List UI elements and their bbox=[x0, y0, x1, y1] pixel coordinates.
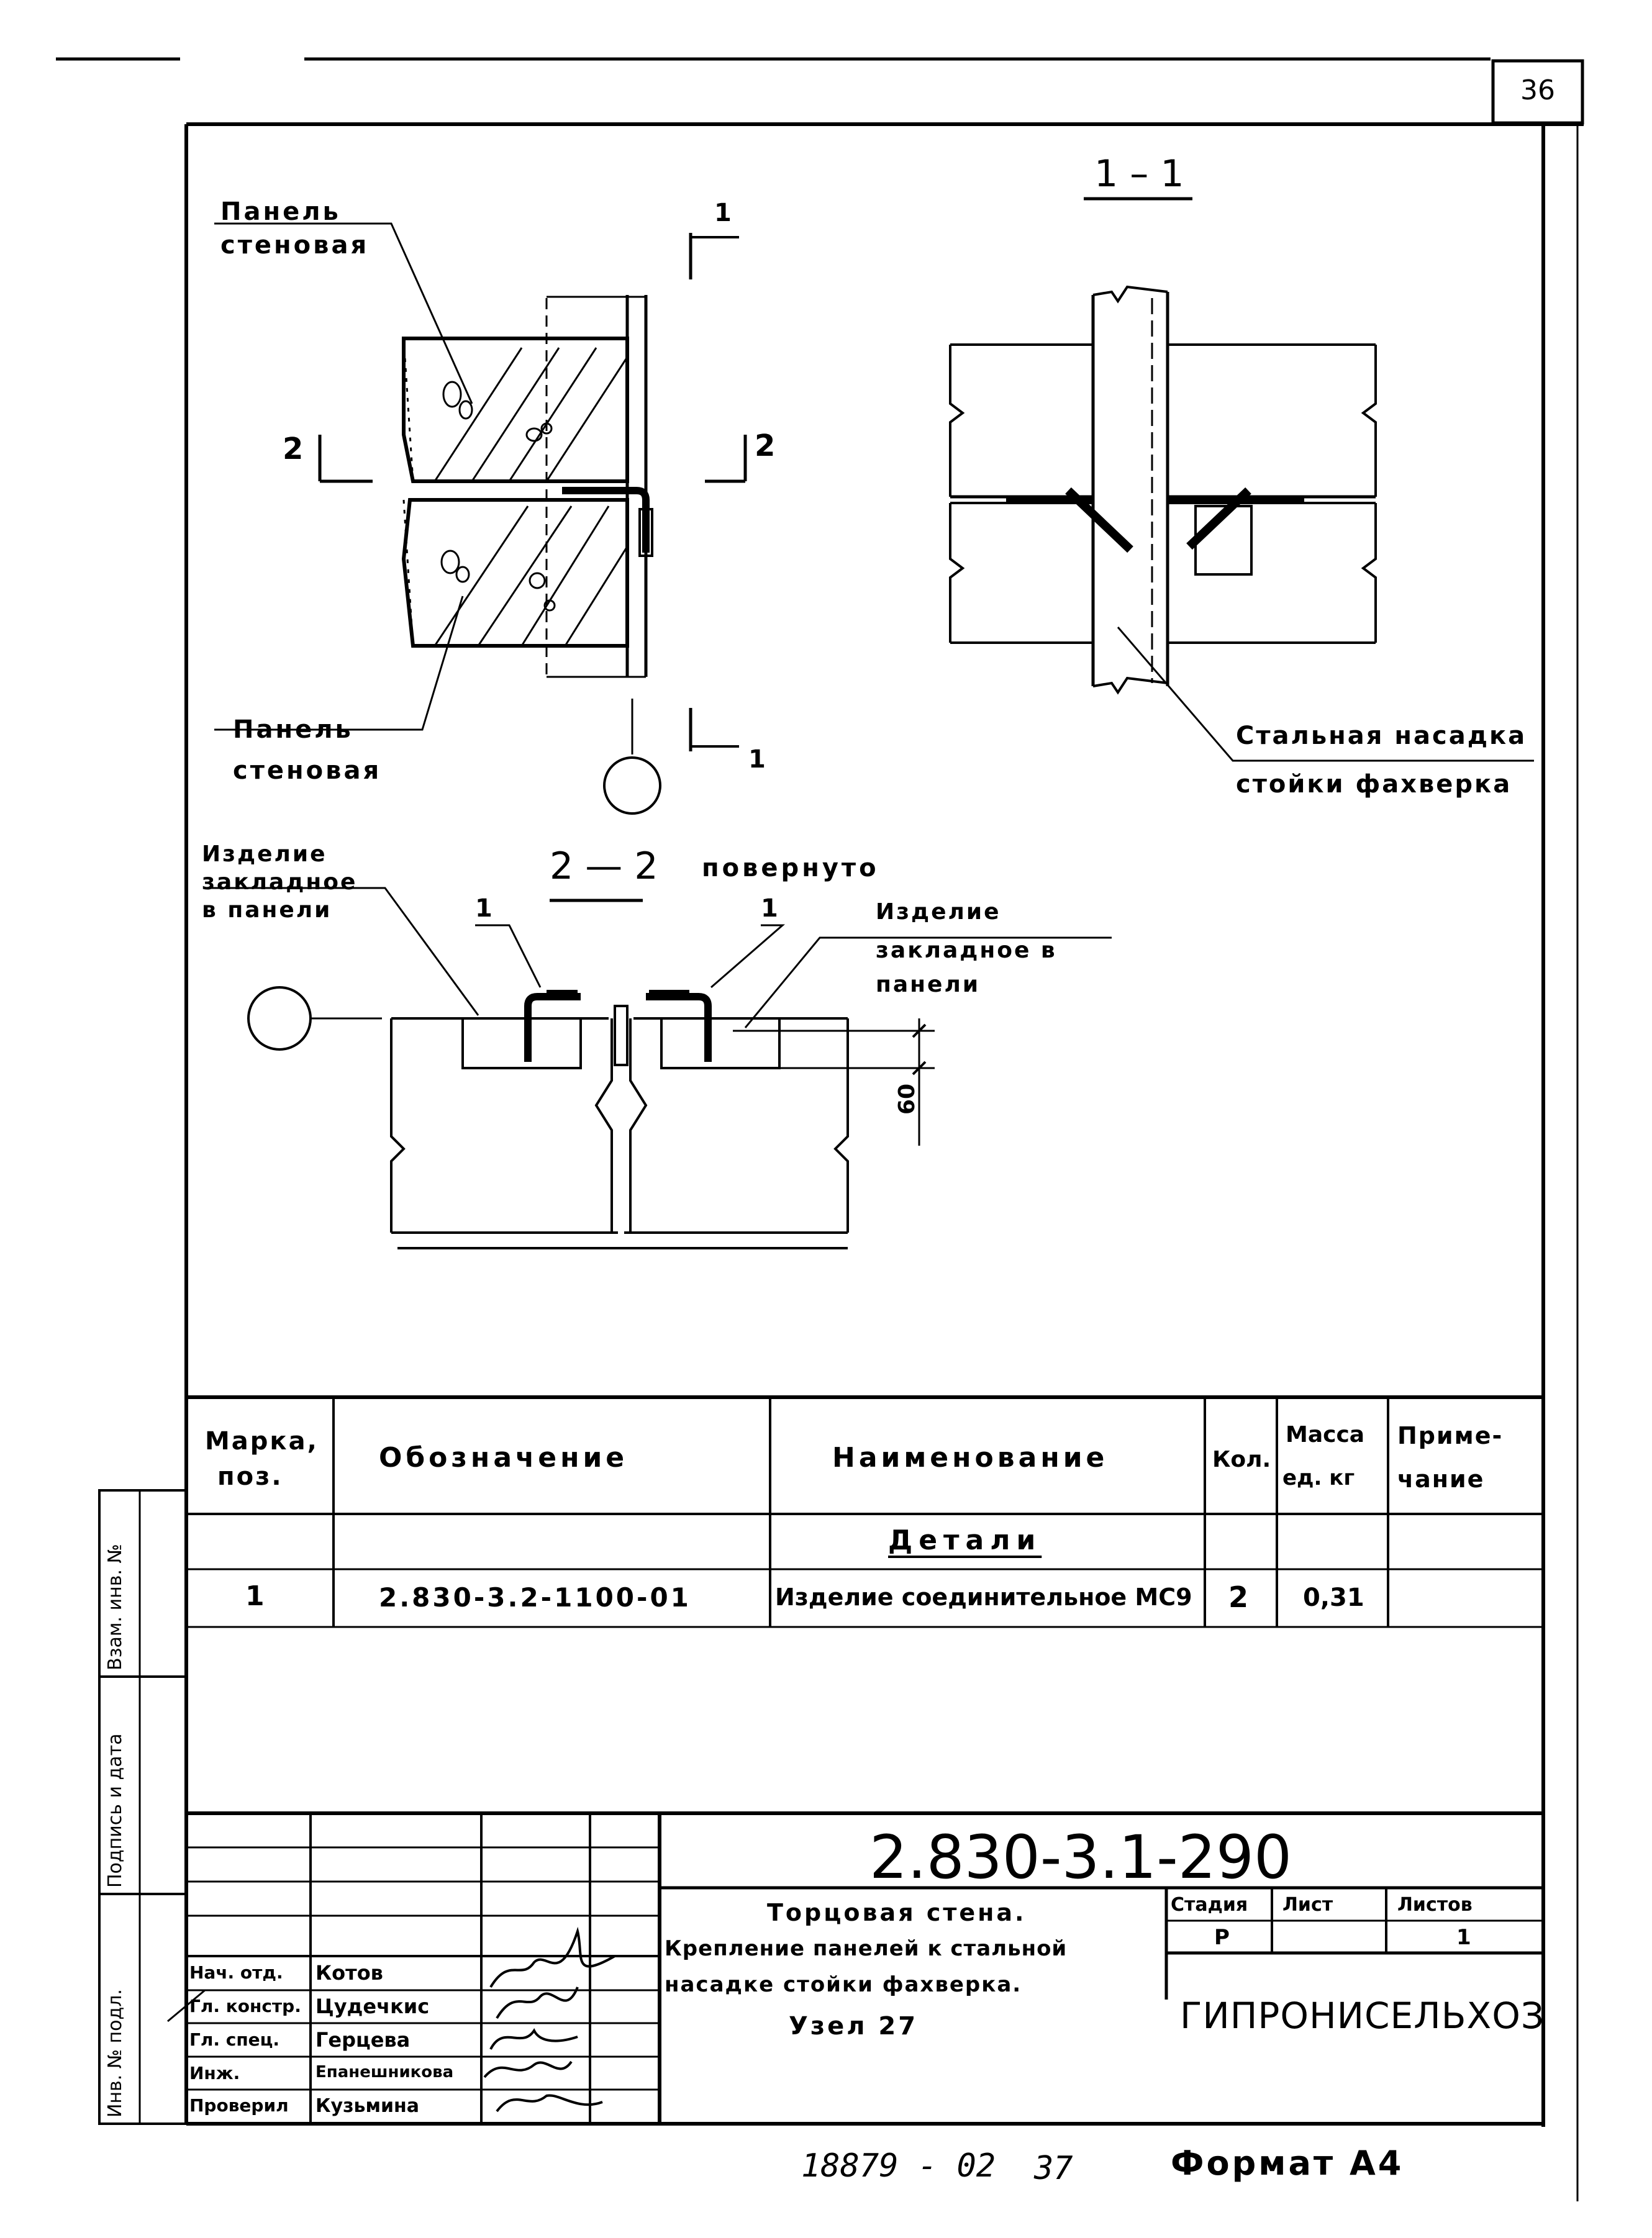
sheets-value: 1 bbox=[1456, 1925, 1471, 1950]
header-designation: Обозначение bbox=[379, 1442, 629, 1474]
staff-role-4: Инж. bbox=[189, 2063, 240, 2083]
row-1-name: Изделие соединительное МС9 bbox=[775, 1583, 1192, 1611]
title-block-lines bbox=[167, 1811, 1543, 2124]
label-panel-top-line1: Панель bbox=[220, 197, 341, 226]
spec-table-lines bbox=[186, 1395, 1543, 1628]
stage-value: Р bbox=[1214, 1925, 1230, 1950]
title-line4: Узел 27 bbox=[789, 2012, 919, 2041]
handwritten-note-2: 37 bbox=[1034, 2150, 1073, 2187]
header-mark-line1: Марка, bbox=[205, 1427, 319, 1456]
format-note: Формат А4 bbox=[1171, 2144, 1404, 2183]
section-1-1-title: 1 – 1 bbox=[1094, 152, 1184, 196]
embed-left-line2: закладное bbox=[202, 869, 358, 895]
title-line1: Торцовая стена. bbox=[767, 1899, 1027, 1926]
cut-mark-1-bottom: 1 bbox=[748, 745, 766, 774]
page-number: 36 bbox=[1520, 75, 1555, 106]
row-1-position: 1 bbox=[245, 1580, 265, 1612]
row-1-mass: 0,31 bbox=[1303, 1583, 1364, 1612]
section-2-2-title: 2 — 2 bbox=[550, 845, 658, 888]
embed-left-line1: Изделие bbox=[202, 841, 327, 867]
staff-role-5: Проверил bbox=[189, 2095, 289, 2116]
staff-role-1: Нач. отд. bbox=[189, 1962, 283, 1983]
staff-role-2: Гл. констр. bbox=[189, 1996, 301, 2016]
sheet-label: Лист bbox=[1282, 1894, 1333, 1916]
embed-right-line3: панели bbox=[876, 972, 981, 997]
document-code: 2.830-3.1-290 bbox=[869, 1823, 1292, 1892]
embed-left-line3: в панели bbox=[202, 897, 332, 923]
title-line2: Крепление панелей к стальной bbox=[665, 1936, 1068, 1961]
label-panel-bottom-line2: стеновая bbox=[233, 756, 382, 785]
section-2-2-drawing bbox=[205, 887, 1112, 1249]
side-stamp-replace: Взам. инв. № bbox=[104, 1544, 126, 1670]
staff-name-5: Кузьмина bbox=[315, 2095, 419, 2117]
title-line3: насадке стойки фахверка. bbox=[665, 1972, 1022, 1997]
section-1-1-drawing bbox=[949, 197, 1534, 762]
header-mass-line1: Масса bbox=[1286, 1422, 1365, 1447]
staff-name-3: Герцева bbox=[315, 2028, 411, 2052]
steel-note-line2: стойки фахверка bbox=[1236, 770, 1512, 799]
embed-right-line1: Изделие bbox=[876, 899, 1001, 925]
header-qty: Кол. bbox=[1212, 1447, 1271, 1472]
cut-mark-1-top: 1 bbox=[714, 199, 732, 227]
row-1-qty: 2 bbox=[1228, 1580, 1249, 1614]
position-1-right: 1 bbox=[761, 894, 778, 923]
organization: ГИПРОНИСЕЛЬХОЗ bbox=[1180, 1995, 1545, 2037]
header-mark-line2: поз. bbox=[217, 1462, 283, 1491]
header-mass-line2: ед. кг bbox=[1282, 1466, 1355, 1490]
embed-right-line2: закладное в bbox=[876, 938, 1057, 963]
label-panel-bottom-line1: Панель bbox=[233, 715, 353, 744]
staff-name-2: Цудечкис bbox=[315, 1995, 430, 2018]
section-2-2-rotated: повернуто bbox=[702, 854, 879, 882]
side-stamp-signature: Подпись и дата bbox=[104, 1733, 126, 1888]
staff-name-1: Котов bbox=[315, 1961, 383, 1985]
staff-role-3: Гл. спец. bbox=[189, 2029, 280, 2050]
position-1-left: 1 bbox=[475, 894, 492, 923]
header-note-line2: чание bbox=[1397, 1466, 1485, 1493]
handwritten-note-1: 18879 - 02 bbox=[801, 2147, 996, 2185]
panel-joint-elevation bbox=[214, 222, 747, 815]
row-1-designation: 2.830-3.2-1100-01 bbox=[379, 1582, 691, 1613]
label-panel-top-line2: стеновая bbox=[220, 231, 370, 260]
staff-name-4: Епанешникова bbox=[315, 2063, 454, 2082]
sheets-label: Листов bbox=[1397, 1894, 1473, 1916]
stage-label: Стадия bbox=[1171, 1894, 1248, 1916]
cut-mark-2-left: 2 bbox=[283, 432, 304, 466]
side-stamp-original: Инв. № подл. bbox=[104, 1989, 126, 2118]
header-note-line1: Приме- bbox=[1397, 1422, 1504, 1449]
section-title-details: Детали bbox=[888, 1524, 1042, 1556]
header-name: Наименование bbox=[832, 1442, 1109, 1474]
steel-note-line1: Стальная насадка bbox=[1236, 722, 1527, 750]
cut-mark-2-right: 2 bbox=[755, 428, 776, 463]
dimension-60: 60 bbox=[894, 1083, 920, 1115]
side-stamp bbox=[98, 1489, 188, 2125]
